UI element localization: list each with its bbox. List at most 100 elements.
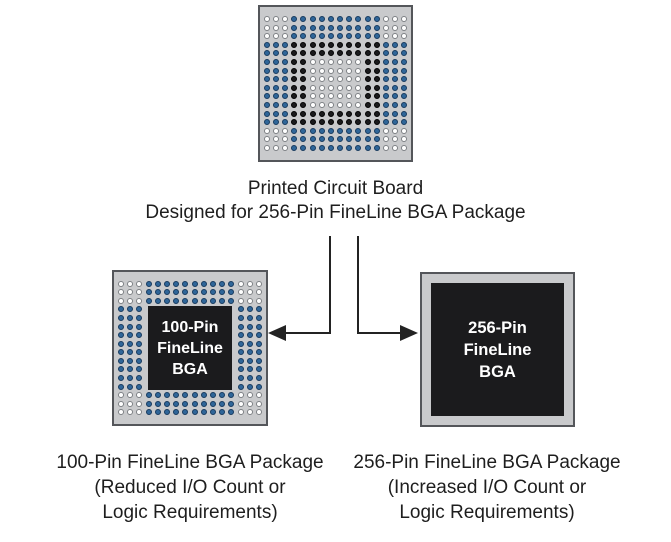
ball-blue — [136, 332, 143, 339]
ball-blue — [246, 383, 253, 390]
caption-256pin-line2: (Increased I/O Count or — [387, 477, 587, 498]
ball-blue — [237, 323, 244, 330]
right-arrowhead-icon — [400, 325, 418, 341]
ball-blue — [327, 16, 334, 23]
ball-black — [291, 93, 298, 100]
die-256pin-label-line2: FineLine — [463, 340, 532, 359]
ball-blue — [237, 332, 244, 339]
ball-white — [136, 400, 143, 407]
ball-blue — [355, 33, 362, 40]
ball-black — [300, 41, 307, 48]
die-256pin: 256-Pin FineLine BGA — [431, 283, 564, 416]
ball-white — [355, 84, 362, 91]
ball-white — [118, 297, 125, 304]
ball-blue — [327, 33, 334, 40]
ball-white — [327, 93, 334, 100]
ball-white — [392, 144, 399, 151]
ball-blue — [281, 59, 288, 66]
ball-blue — [228, 280, 235, 287]
ball-white — [392, 16, 399, 23]
ball-blue — [191, 400, 198, 407]
ball-blue — [118, 323, 125, 330]
ball-blue — [373, 33, 380, 40]
ball-white — [255, 409, 262, 416]
ball-blue — [300, 136, 307, 143]
ball-blue — [291, 144, 298, 151]
ball-blue — [127, 366, 134, 373]
ball-white — [346, 67, 353, 74]
ball-blue — [309, 33, 316, 40]
ball-blue — [309, 16, 316, 23]
ball-white — [346, 101, 353, 108]
ball-black — [364, 101, 371, 108]
ball-blue — [145, 392, 152, 399]
ball-white — [281, 127, 288, 134]
ball-blue — [309, 127, 316, 134]
ball-blue — [281, 50, 288, 57]
ball-white — [309, 84, 316, 91]
ball-blue — [136, 366, 143, 373]
ball-blue — [255, 332, 262, 339]
ball-blue — [392, 59, 399, 66]
ball-blue — [209, 392, 216, 399]
ball-black — [364, 93, 371, 100]
ball-blue — [127, 349, 134, 356]
ball-blue — [272, 119, 279, 126]
ball-white — [263, 136, 270, 143]
ball-white — [346, 84, 353, 91]
ball-white — [355, 101, 362, 108]
ball-white — [337, 93, 344, 100]
ball-white — [346, 76, 353, 83]
ball-white — [309, 59, 316, 66]
ball-blue — [219, 280, 226, 287]
ball-blue — [364, 136, 371, 143]
ball-white — [309, 76, 316, 83]
ball-black — [300, 119, 307, 126]
ball-white — [309, 93, 316, 100]
ball-blue — [383, 84, 390, 91]
ball-blue — [228, 289, 235, 296]
ball-white — [392, 24, 399, 31]
ball-black — [364, 84, 371, 91]
ball-blue — [383, 59, 390, 66]
ball-white — [237, 297, 244, 304]
ball-blue — [392, 41, 399, 48]
ball-blue — [237, 314, 244, 321]
ball-blue — [392, 110, 399, 117]
ball-blue — [136, 340, 143, 347]
ball-white — [272, 127, 279, 134]
ball-blue — [263, 84, 270, 91]
ball-blue — [164, 297, 171, 304]
ball-black — [291, 101, 298, 108]
ball-white — [255, 280, 262, 287]
ball-blue — [272, 67, 279, 74]
ball-black — [327, 119, 334, 126]
ball-blue — [401, 50, 408, 57]
ball-white — [136, 409, 143, 416]
ball-black — [373, 84, 380, 91]
ball-white — [383, 33, 390, 40]
ball-white — [309, 67, 316, 74]
ball-black — [373, 59, 380, 66]
ball-blue — [318, 24, 325, 31]
ball-white — [246, 409, 253, 416]
ball-blue — [246, 323, 253, 330]
ball-blue — [136, 357, 143, 364]
ball-white — [118, 400, 125, 407]
ball-white — [263, 144, 270, 151]
ball-blue — [136, 349, 143, 356]
ball-white — [327, 101, 334, 108]
ball-black — [364, 67, 371, 74]
ball-blue — [154, 280, 161, 287]
ball-white — [337, 59, 344, 66]
ball-blue — [200, 280, 207, 287]
ball-white — [346, 59, 353, 66]
caption-256pin-line3: Logic Requirements) — [399, 502, 575, 523]
ball-blue — [300, 127, 307, 134]
ball-blue — [309, 24, 316, 31]
ball-blue — [318, 144, 325, 151]
ball-white — [237, 289, 244, 296]
ball-white — [383, 24, 390, 31]
ball-blue — [327, 127, 334, 134]
ball-white — [383, 136, 390, 143]
